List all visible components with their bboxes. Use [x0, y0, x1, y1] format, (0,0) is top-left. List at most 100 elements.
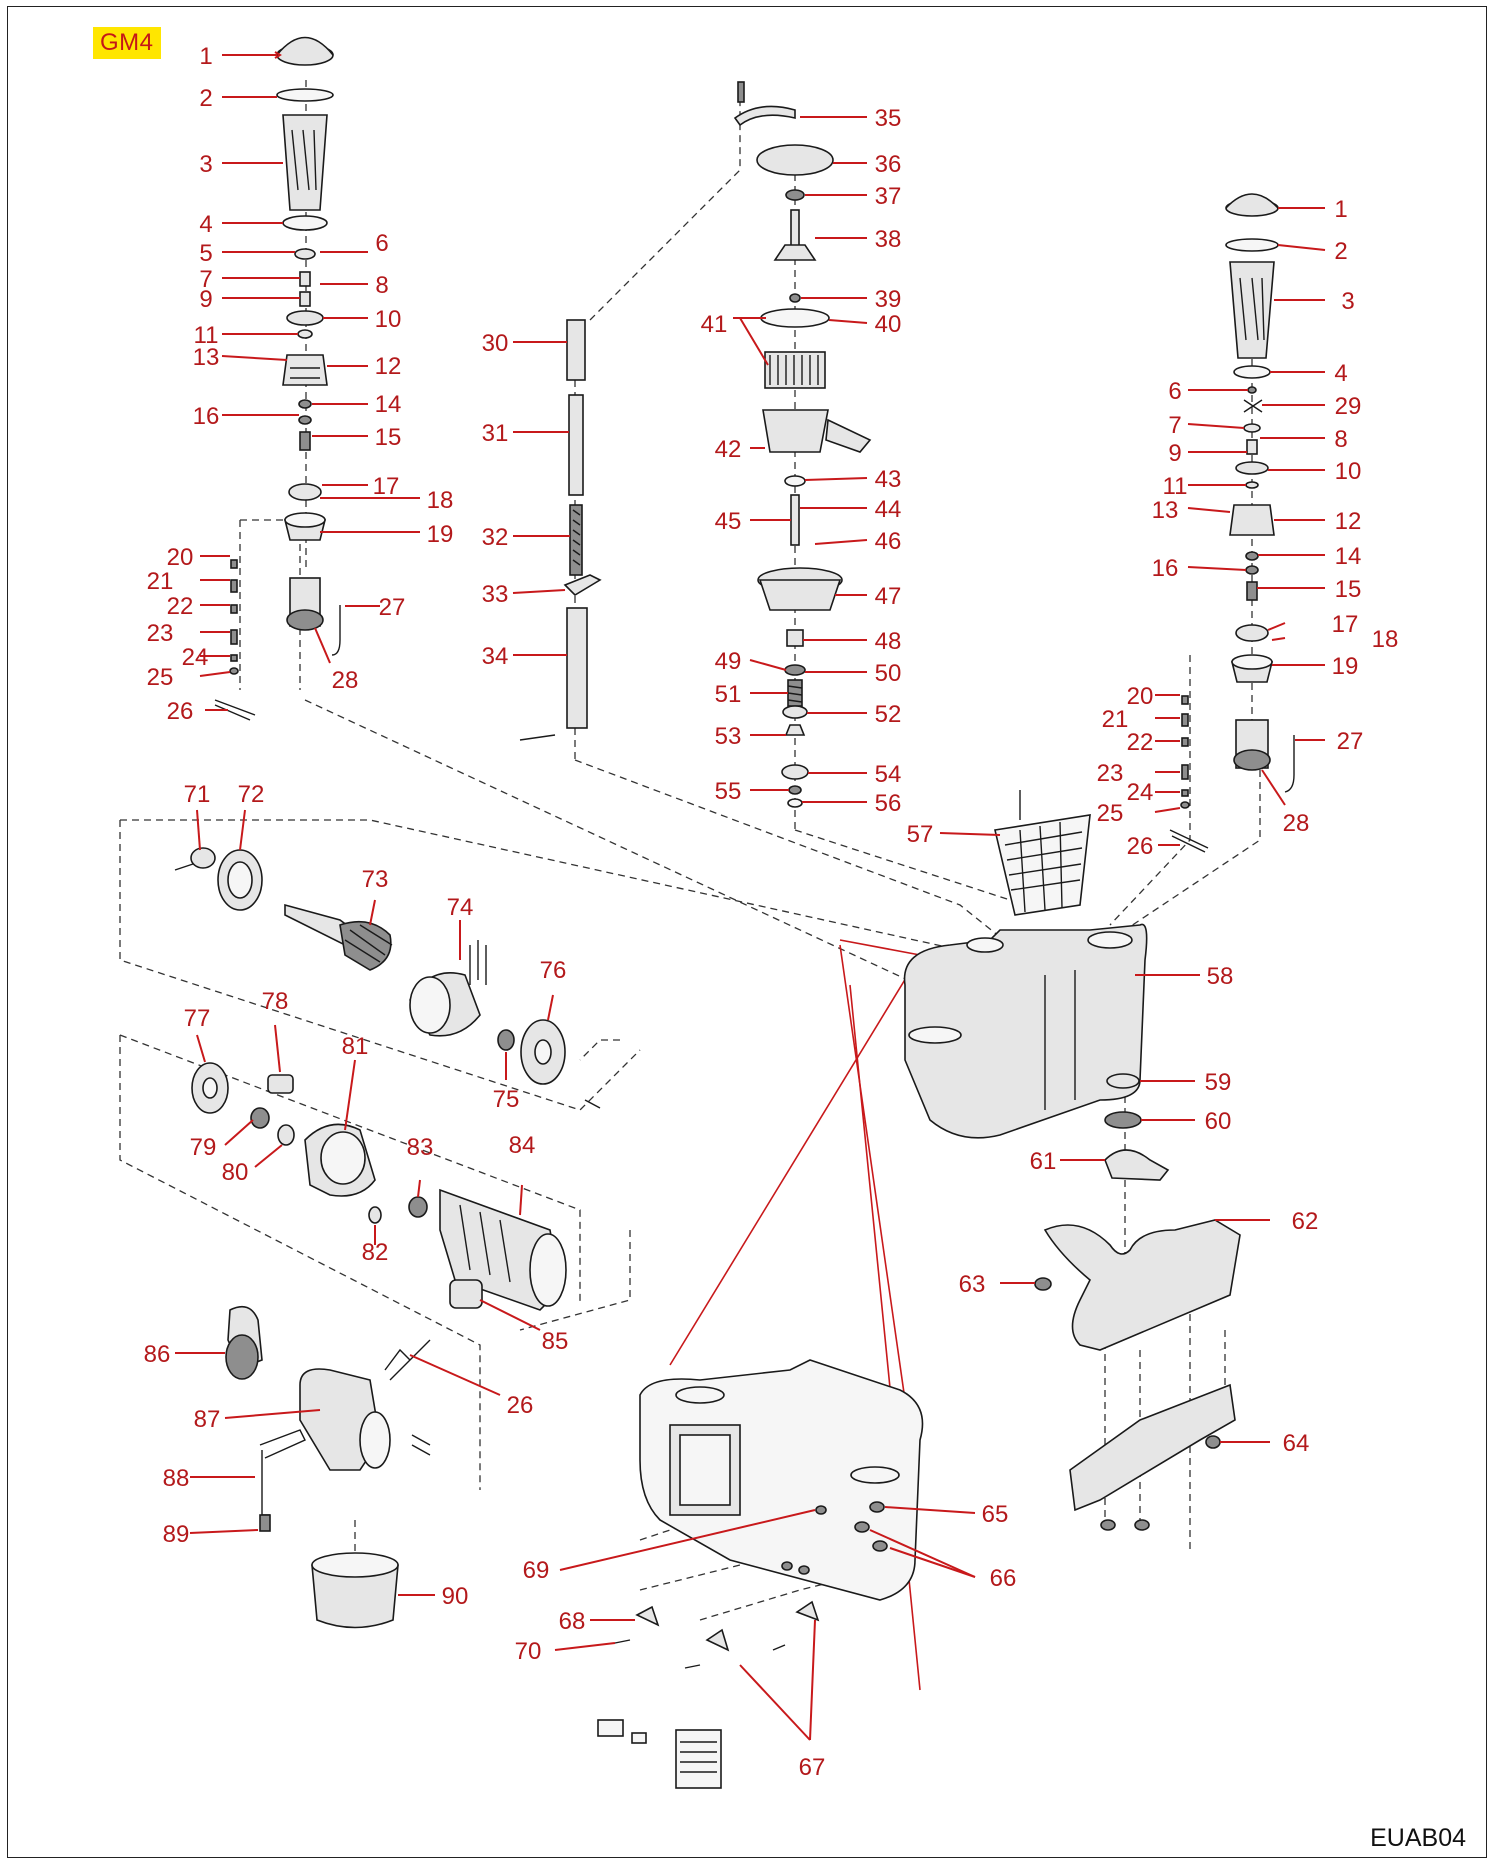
callout-26-left: 26: [167, 698, 194, 725]
callout-33: 33: [482, 581, 509, 608]
callout-89: 89: [163, 1521, 190, 1548]
drawing-frame: [7, 6, 1487, 1858]
callout-46: 46: [875, 528, 902, 555]
callout-88: 88: [163, 1465, 190, 1492]
callout-4-left: 4: [199, 211, 212, 238]
callout-14-left: 14: [375, 391, 402, 418]
callout-27-right: 27: [1337, 728, 1364, 755]
callout-7-right: 7: [1168, 412, 1181, 439]
document-code: EUAB04: [1370, 1824, 1466, 1852]
callout-leader-lines: [175, 51, 1326, 1741]
callout-86: 86: [144, 1341, 171, 1368]
callout-10-left: 10: [375, 306, 402, 333]
callout-1-left: 1: [199, 43, 212, 70]
callout-40: 40: [875, 311, 902, 338]
callout-56: 56: [875, 790, 902, 817]
callout-14-right: 14: [1335, 543, 1362, 570]
callout-75: 75: [493, 1086, 520, 1113]
callout-80: 80: [222, 1159, 249, 1186]
callout-81: 81: [342, 1033, 369, 1060]
callout-54: 54: [875, 761, 902, 788]
callout-13-right: 13: [1152, 497, 1179, 524]
left-grinder-stack: [214, 36, 341, 721]
callout-38: 38: [875, 226, 902, 253]
callout-20-right: 20: [1127, 683, 1154, 710]
callout-61: 61: [1030, 1148, 1057, 1175]
callout-11-right: 11: [1163, 473, 1188, 500]
detail-view-housing: [597, 1359, 924, 1789]
callout-74: 74: [447, 894, 474, 921]
callout-2-left: 2: [199, 85, 212, 112]
callout-70: 70: [515, 1638, 542, 1665]
callout-19-right: 19: [1332, 653, 1359, 680]
callout-23-right: 23: [1097, 760, 1124, 787]
callout-28-right: 28: [1283, 810, 1310, 837]
callout-44: 44: [875, 496, 902, 523]
callout-25-right: 25: [1097, 800, 1124, 827]
callout-22-right: 22: [1127, 729, 1154, 756]
callout-23-left: 23: [147, 620, 174, 647]
callout-51: 51: [715, 681, 742, 708]
model-badge: GM4: [93, 27, 161, 59]
callout-6-left: 6: [375, 230, 388, 257]
callout-20-left: 20: [167, 544, 194, 571]
callout-49: 49: [715, 648, 742, 675]
callout-15-right: 15: [1335, 576, 1362, 603]
callout-45: 45: [715, 508, 742, 535]
callout-58: 58: [1207, 963, 1234, 990]
centre-grinder-stack: [733, 81, 872, 808]
callout-24-left: 24: [182, 644, 209, 671]
callout-90: 90: [442, 1583, 469, 1610]
callout-6-right: 6: [1168, 378, 1181, 405]
callout-43: 43: [875, 466, 902, 493]
callout-17-left: 17: [373, 473, 400, 500]
callout-69: 69: [523, 1557, 550, 1584]
callout-78: 78: [262, 988, 289, 1015]
callout-65: 65: [982, 1501, 1009, 1528]
callout-24-right: 24: [1127, 779, 1154, 806]
callout-27-left: 27: [379, 594, 406, 621]
callout-42: 42: [715, 436, 742, 463]
callout-73: 73: [362, 866, 389, 893]
callout-26-doser: 26: [507, 1392, 534, 1419]
callout-62: 62: [1292, 1208, 1319, 1235]
doser-group: [225, 1305, 431, 1629]
callout-37: 37: [875, 183, 902, 210]
callout-21-right: 21: [1102, 706, 1129, 733]
hopper-basket: [994, 790, 1091, 916]
callout-12-left: 12: [375, 353, 402, 380]
callout-30: 30: [482, 330, 509, 357]
callout-77: 77: [184, 1005, 211, 1032]
right-grinder-stack: [1169, 193, 1295, 853]
callout-17-right: 17: [1332, 611, 1359, 638]
callout-59: 59: [1205, 1069, 1232, 1096]
callout-8-right: 8: [1334, 426, 1347, 453]
callout-34: 34: [482, 643, 509, 670]
callout-35: 35: [875, 105, 902, 132]
callout-53: 53: [715, 723, 742, 750]
callout-52: 52: [875, 701, 902, 728]
callout-72: 72: [238, 781, 265, 808]
callout-1-right: 1: [1334, 196, 1347, 223]
callout-39: 39: [875, 286, 902, 313]
callout-16-right: 16: [1152, 555, 1179, 582]
callout-numbers: 1 2 3 4 5 6 7 8 9 10 11 12 13 14 15 16 1…: [144, 43, 1399, 1781]
callout-21-left: 21: [147, 568, 174, 595]
callout-10-right: 10: [1335, 458, 1362, 485]
callout-31: 31: [482, 420, 509, 447]
callout-2-right: 2: [1334, 238, 1347, 265]
callout-7-left: 7: [199, 266, 212, 293]
callout-84: 84: [509, 1132, 536, 1159]
callout-15-left: 15: [375, 424, 402, 451]
callout-47: 47: [875, 583, 902, 610]
callout-63: 63: [959, 1271, 986, 1298]
callout-13-left: 13: [193, 344, 220, 371]
callout-28-left: 28: [332, 667, 359, 694]
callout-19-left: 19: [427, 521, 454, 548]
callout-11-left: 11: [194, 322, 219, 349]
callout-60: 60: [1205, 1108, 1232, 1135]
callout-64: 64: [1283, 1430, 1310, 1457]
callout-9-left: 9: [199, 286, 212, 313]
callout-22-left: 22: [167, 593, 194, 620]
